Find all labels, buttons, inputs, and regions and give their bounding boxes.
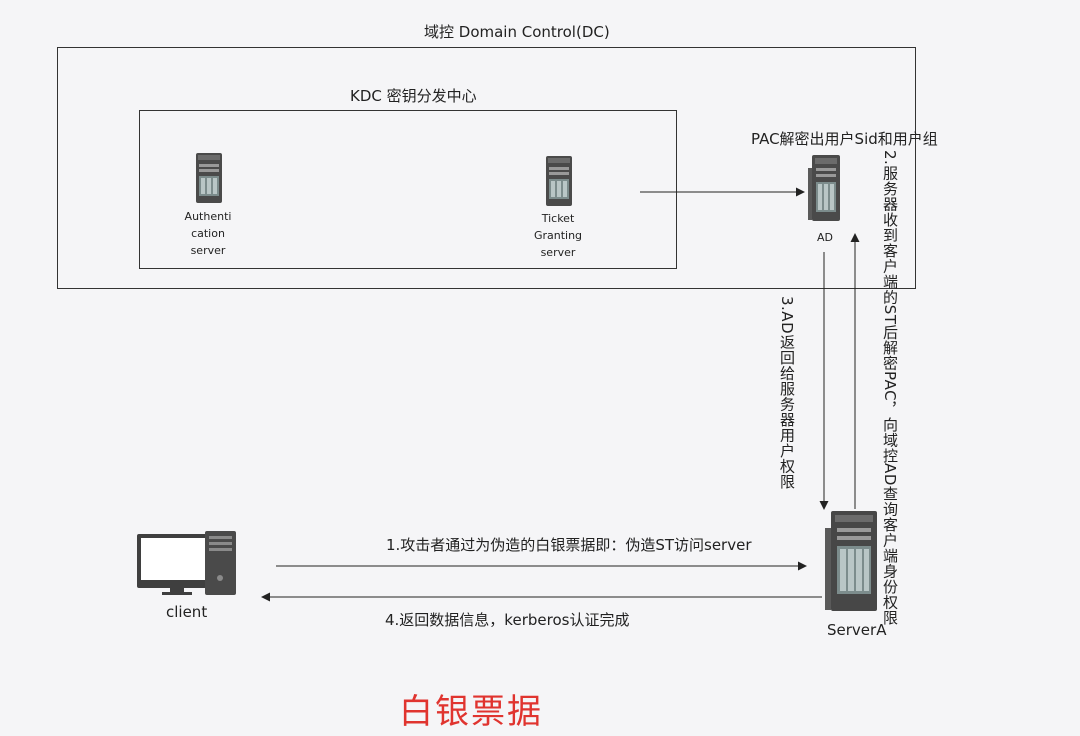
server-a-label: ServerA	[827, 621, 887, 639]
auth-server-label-line1: Authenti	[184, 210, 232, 223]
step3-label: 3.AD返回给服务器用户权限	[778, 296, 796, 490]
pac-label: PAC解密出用户Sid和用户组	[751, 130, 938, 148]
server-a-icon	[825, 511, 877, 611]
client-label: client	[166, 603, 208, 621]
tgs-label-line2: Granting	[533, 229, 583, 242]
auth-server-label: Authenti cation server	[175, 208, 241, 259]
diagram-title: 白银票据	[399, 692, 543, 732]
kdc-label: KDC 密钥分发中心	[350, 87, 477, 105]
tgs-label: Ticket Granting server	[522, 210, 594, 261]
step2-label: 2.服务器收到客户端的ST后解密PAC，向域控AD查询客户端身份权限	[881, 150, 899, 626]
dc-boundary	[57, 47, 916, 289]
ad-label: AD	[817, 231, 833, 244]
auth-server-label-line2: cation	[191, 227, 225, 240]
dc-label: 域控 Domain Control(DC)	[424, 23, 610, 41]
client-computer-icon	[137, 531, 236, 595]
kdc-boundary	[139, 110, 677, 269]
tgs-icon	[546, 156, 572, 206]
tgs-label-line3: server	[540, 246, 576, 259]
auth-server-label-line3: server	[190, 244, 226, 257]
tgs-label-line1: Ticket	[541, 212, 575, 225]
step4-label: 4.返回数据信息，kerberos认证完成	[385, 611, 630, 629]
ad-server-icon	[808, 155, 840, 221]
step1-label: 1.攻击者通过为伪造的白银票据即：伪造ST访问server	[386, 536, 752, 554]
auth-server-icon	[196, 153, 222, 203]
